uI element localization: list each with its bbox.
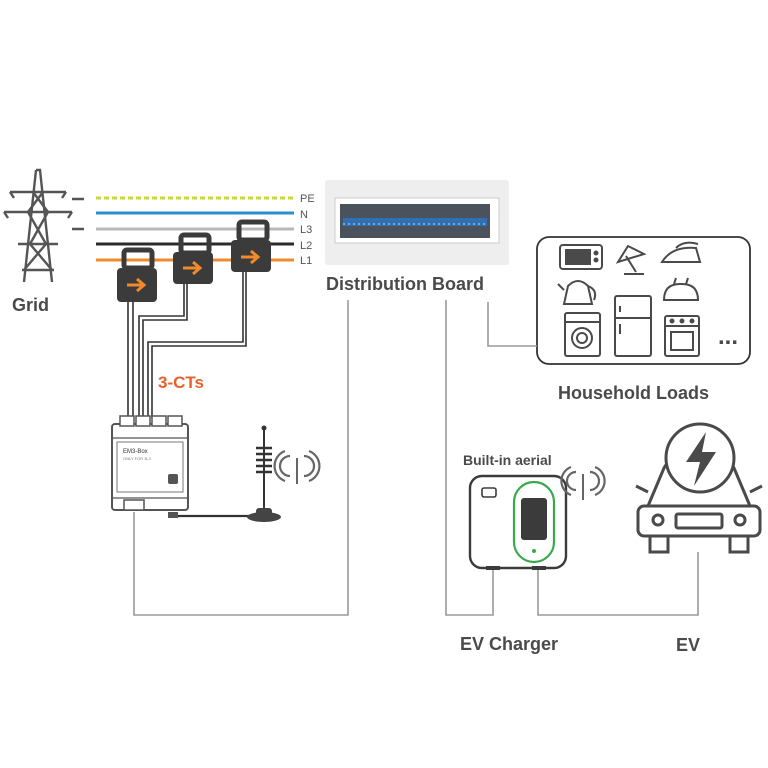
ct-sensor-1 [117,247,157,302]
lightning-circle-icon [664,422,736,494]
ct-wires [127,270,247,418]
em3-box-subtitle: ONLY FOR 3L3 [123,456,152,461]
more-loads-ellipsis: ... [718,323,738,350]
line-label-pe: PE [300,193,315,205]
household-loads-panel [536,236,751,365]
line-labels: PE N L3 L2 L1 [300,193,315,267]
microwave-icon [559,244,603,270]
lamp-icon [615,244,647,275]
ct-sensor-3 [231,219,271,272]
washing-machine-icon [564,312,601,357]
charger-wifi-icon [560,465,606,500]
connection-wires [133,300,699,616]
wifi-signal-icon [273,449,321,484]
line-label-l2: L2 [300,240,312,252]
line-label-l1: L1 [300,255,312,267]
ev-label: EV [676,635,700,655]
line-label-n: N [300,209,308,221]
iron-icon [660,241,702,263]
ct-sensor-2 [173,232,213,284]
em3-box-meter [111,415,189,518]
distribution-board [325,180,509,265]
fridge-icon [614,295,652,357]
ev-charger-label: EV Charger [460,634,558,654]
oven-icon [664,315,700,357]
pylon-icon [3,168,84,283]
grid-label: Grid [12,295,49,315]
em3-box-title: EM3-Box [123,449,148,455]
toaster-icon [662,277,700,301]
line-label-l3: L3 [300,224,312,236]
household-loads-label: Household Loads [558,383,709,403]
ct-label: 3-CTs [158,373,204,392]
built-in-aerial-label: Built-in aerial [463,452,552,468]
distribution-board-label: Distribution Board [326,274,484,294]
kettle-icon [557,280,597,305]
ev-charger [468,474,568,570]
external-antenna-icon [178,425,281,522]
